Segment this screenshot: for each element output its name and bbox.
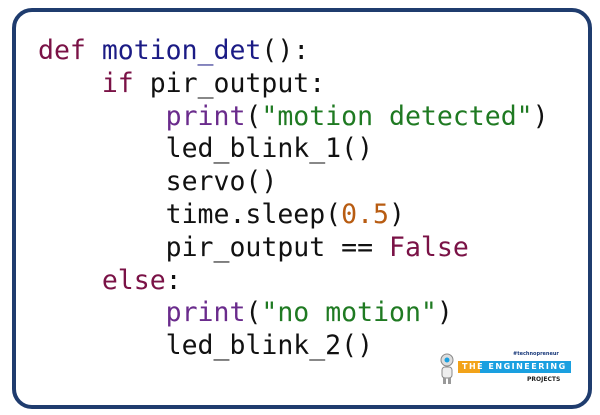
code-line: print("no motion"): [38, 297, 549, 330]
code-token: print: [165, 297, 246, 329]
code-token: :: [165, 264, 182, 296]
code-token: 0.5: [341, 198, 390, 230]
code-token: False: [389, 231, 469, 263]
code-line: led_blink_1(): [38, 133, 549, 166]
code-token: (: [245, 100, 262, 132]
code-token: ): [532, 100, 549, 132]
code-token: print: [165, 100, 246, 132]
code-token: ():: [261, 35, 310, 66]
code-token: "motion detected": [261, 100, 533, 132]
code-token: [38, 265, 102, 296]
robot-icon: [440, 353, 454, 384]
code-token: servo(): [38, 166, 278, 198]
logo-tagline: #technopreneur: [513, 351, 559, 357]
code-token: pir_output ==: [38, 231, 389, 263]
logo-brand: THE ENGINEERING: [458, 361, 571, 373]
code-token: [38, 101, 166, 132]
code-token: led_blink_1(): [38, 133, 374, 165]
code-token: time.sleep(: [38, 198, 342, 230]
code-line: print("motion detected"): [38, 101, 549, 134]
code-line: else:: [38, 265, 549, 298]
code-line: led_blink_2(): [38, 330, 549, 363]
code-line: pir_output == False: [38, 232, 549, 265]
code-line: def motion_det():: [38, 35, 549, 68]
code-token: "no motion": [261, 297, 437, 329]
code-token: def: [38, 35, 102, 66]
code-line: servo(): [38, 166, 549, 199]
logo-projects: PROJECTS: [527, 376, 561, 383]
code-token: ): [436, 297, 453, 329]
code-token: [38, 68, 102, 99]
code-token: (: [245, 297, 262, 329]
code-token: led_blink_2(): [38, 330, 374, 362]
code-frame: [12, 8, 592, 409]
code-line: time.sleep(0.5): [38, 199, 549, 232]
code-token: motion_det: [101, 35, 262, 66]
code-line: if pir_output:: [38, 68, 549, 101]
code-token: pir_output:: [133, 67, 326, 99]
code-token: else: [101, 264, 166, 296]
code-token: [38, 297, 166, 328]
code-block: def motion_det(): if pir_output: print("…: [38, 35, 549, 363]
code-token: ): [389, 198, 405, 230]
code-token: if: [101, 67, 134, 99]
